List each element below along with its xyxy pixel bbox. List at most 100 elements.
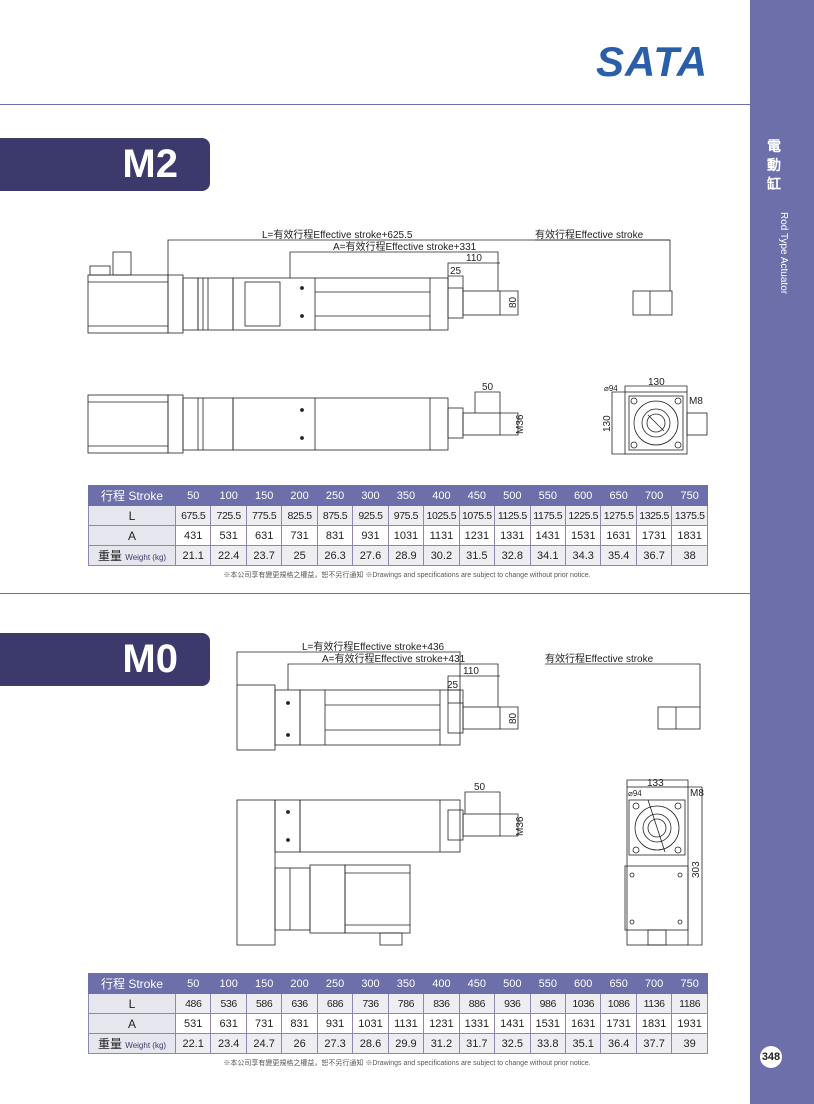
table-cell: 836: [423, 993, 460, 1014]
table-cell: 750: [671, 485, 708, 506]
table-cell: 27.3: [316, 1033, 354, 1054]
table-cell: 26: [281, 1033, 318, 1054]
row-header: 重量 Weight (kg): [88, 1033, 176, 1054]
m2-dim-stroke: 有效行程Effective stroke: [535, 228, 644, 241]
m2-side-view: [87, 239, 673, 334]
table-cell: 250: [316, 485, 354, 506]
table-cell: 636: [281, 993, 318, 1014]
table-cell: 22.4: [210, 545, 247, 566]
table-cell: 731: [281, 525, 318, 546]
table-cell: 531: [174, 1013, 212, 1034]
divider: [0, 593, 750, 594]
table-cell: 586: [245, 993, 283, 1014]
sidebar: 電動缸 Rod Type Actuator 348: [750, 0, 814, 1104]
m0-dim-110: 110: [463, 666, 479, 677]
table-cell: 34.3: [564, 545, 602, 566]
m0-dim-50: 50: [474, 782, 486, 793]
table-cell: 26.3: [316, 545, 354, 566]
row-header: L: [88, 505, 176, 526]
row-header-zh: 行程: [100, 977, 125, 991]
m0-dim-25: 25: [447, 680, 459, 691]
table-cell: 700: [635, 485, 673, 506]
m0-side-view: [236, 651, 701, 751]
table-cell: 22.1: [174, 1033, 212, 1054]
sata-logo: SATA: [596, 38, 709, 85]
table-cell: 150: [245, 485, 283, 506]
table-cell: 1186: [671, 993, 708, 1014]
table-cell: 33.8: [529, 1033, 566, 1054]
table-cell: 36.7: [635, 545, 673, 566]
model-badge-m2: M2: [0, 138, 210, 191]
table-cell: 350: [387, 485, 425, 506]
table-cell: 1331: [458, 1013, 496, 1034]
model-badge-m0: M0: [0, 633, 210, 686]
row-header: 行程 Stroke: [88, 973, 176, 994]
table-cell: 631: [210, 1013, 247, 1034]
table-cell: 400: [423, 485, 460, 506]
table-cell: 28.6: [352, 1033, 389, 1054]
row-header-wzh: 重量: [97, 549, 122, 563]
table-cell: 736: [352, 993, 389, 1014]
m0-note: ※本公司享有變更規格之權益，恕不另行通知 ※Drawings and speci…: [223, 1060, 591, 1067]
m0-dim-a: A=有效行程Effective stroke+431: [322, 652, 466, 665]
table-cell: 886: [458, 993, 496, 1014]
table-cell: 831: [281, 1013, 318, 1034]
table-cell: 1031: [387, 525, 425, 546]
m0-end-width: 133: [647, 778, 664, 789]
table-cell: 27.6: [352, 545, 389, 566]
table-cell: 23.4: [210, 1033, 247, 1054]
category-en: Rod Type Actuator: [778, 212, 789, 295]
table-cell: 536: [210, 993, 247, 1014]
m0-dim-l: L=有效行程Effective stroke+436: [302, 640, 445, 653]
divider: [0, 104, 750, 105]
m2-dim-110: 110: [466, 253, 482, 264]
table-cell: 450: [458, 973, 496, 994]
table-cell: 34.1: [529, 545, 566, 566]
table-cell: 37.7: [635, 1033, 673, 1054]
table-cell: 825.5: [281, 505, 318, 526]
row-header-zh: 行程: [100, 489, 125, 503]
table-cell: 1275.5: [600, 505, 637, 526]
m2-end-view: [611, 385, 708, 455]
table-cell: 30.2: [423, 545, 460, 566]
m2-dim-a: A=有效行程Effective stroke+331: [333, 240, 477, 253]
table-cell: 25: [281, 545, 318, 566]
table-cell: 1125.5: [494, 505, 531, 526]
row-header: 行程 Stroke: [88, 485, 176, 506]
m0-phi94: ⌀94: [628, 789, 642, 798]
table-cell: 700: [635, 973, 673, 994]
table-cell: 450: [458, 485, 496, 506]
row-header-l: L: [128, 996, 136, 1011]
m2-end-width: 130: [648, 377, 665, 388]
m2-dim-l: L=有效行程Effective stroke+625.5: [262, 228, 413, 241]
row-header-en: Stroke: [128, 977, 164, 991]
table-cell: 31.7: [458, 1033, 496, 1054]
table-cell: 350: [387, 973, 425, 994]
table-cell: 531: [210, 525, 247, 546]
table-cell: 1331: [494, 525, 531, 546]
m0-dim-m36: M36: [515, 816, 526, 836]
table-cell: 24.7: [245, 1033, 283, 1054]
table-cell: 1075.5: [458, 505, 496, 526]
table-cell: 1225.5: [564, 505, 602, 526]
row-header: 重量 Weight (kg): [88, 545, 176, 566]
table-cell: 38: [671, 545, 708, 566]
table-cell: 1631: [600, 525, 637, 546]
row-header: A: [88, 525, 176, 546]
table-cell: 35.4: [600, 545, 637, 566]
m0-dim-80: 80: [508, 712, 519, 724]
table-cell: 32.5: [494, 1033, 531, 1054]
table-cell: 631: [245, 525, 283, 546]
table-cell: 50: [174, 973, 212, 994]
table-cell: 931: [352, 525, 389, 546]
table-cell: 975.5: [387, 505, 425, 526]
table-cell: 775.5: [245, 505, 283, 526]
table-cell: 200: [281, 973, 318, 994]
table-cell: 1131: [423, 525, 460, 546]
table-cell: 875.5: [316, 505, 354, 526]
